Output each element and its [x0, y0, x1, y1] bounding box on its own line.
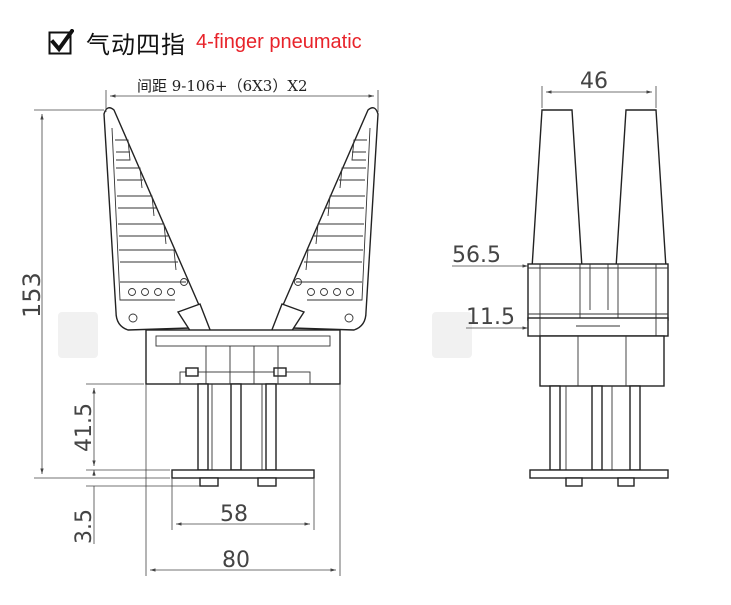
dim-width-80: 80: [145, 384, 341, 576]
title-english: 4-finger pneumatic: [196, 30, 362, 53]
base-plate: [171, 469, 315, 487]
dim-height-41-5: 41.5: [72, 383, 144, 466]
side-finger-left: [531, 109, 583, 269]
dim-width-46: 46: [541, 69, 657, 108]
title-chinese: 气动四指: [86, 30, 186, 59]
front-view: 间距 9-106+（6X3）X2 153 41.5 3.5: [18, 77, 379, 576]
label-11-5: 11.5: [466, 305, 515, 330]
label-3-5: 3.5: [72, 509, 97, 544]
checkbox-checked-icon: [48, 28, 75, 55]
label-80: 80: [222, 548, 250, 573]
side-view: 46 56.5 11.5: [452, 69, 669, 487]
gripper-body: [145, 329, 341, 385]
checkmark-icon: [48, 28, 75, 55]
label-spacing: 间距 9-106+（6X3）X2: [137, 77, 308, 95]
label-153: 153: [18, 272, 46, 318]
side-finger-right: [615, 109, 667, 269]
watermark: [58, 312, 472, 358]
dim-offset-11-5: 11.5: [466, 305, 528, 330]
left-finger: [103, 107, 215, 347]
label-56-5: 56.5: [452, 243, 501, 268]
label-46: 46: [580, 69, 608, 94]
dim-spacing: 间距 9-106+（6X3）X2: [105, 77, 379, 112]
guide-rods: [197, 383, 277, 471]
dim-width-58: 58: [171, 478, 315, 530]
label-41-5: 41.5: [72, 403, 97, 452]
dim-height-153: 153: [18, 109, 170, 479]
dim-offset-56-5: 56.5: [452, 243, 528, 268]
dim-base-3-5: 3.5: [72, 469, 200, 544]
label-58: 58: [220, 502, 248, 527]
right-finger: [267, 107, 379, 347]
header: 气动四指 4-finger pneumatic: [48, 22, 362, 62]
